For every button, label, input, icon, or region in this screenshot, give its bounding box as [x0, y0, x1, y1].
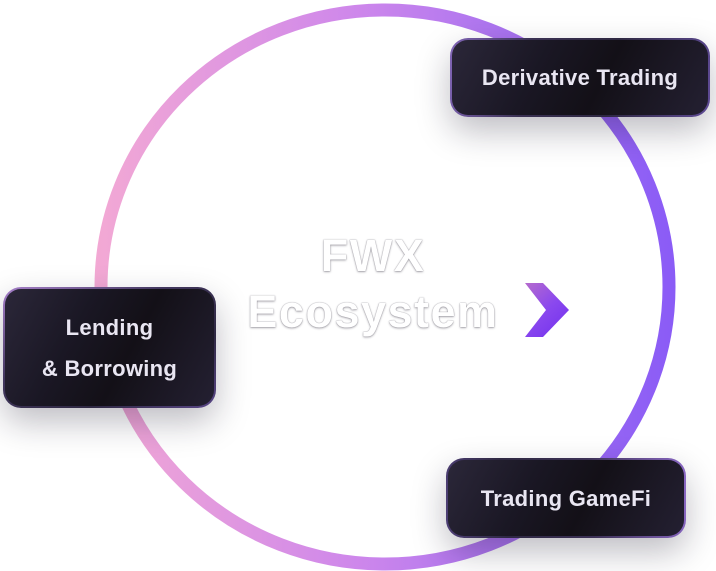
chevron-right-icon: [525, 283, 569, 337]
card-label-line-2: & Borrowing: [41, 355, 178, 381]
card-trading-gamefi[interactable]: Trading GameFi: [446, 458, 686, 538]
page-title: FWX Ecosystem: [233, 228, 513, 340]
title-line-1: FWX: [320, 230, 426, 281]
card-label: Derivative Trading: [481, 65, 679, 90]
card-derivative-trading[interactable]: Derivative Trading: [450, 38, 710, 117]
title-line-2: Ecosystem: [247, 286, 499, 337]
card-lending-borrowing-surface: Lending & Borrowing: [5, 289, 214, 406]
card-lending-borrowing[interactable]: Lending & Borrowing: [3, 287, 216, 408]
card-label-line-1: Lending: [65, 314, 154, 340]
card-trading-gamefi-surface: Trading GameFi: [448, 460, 684, 536]
card-derivative-trading-surface: Derivative Trading: [452, 40, 708, 115]
card-label: Trading GameFi: [480, 485, 652, 511]
